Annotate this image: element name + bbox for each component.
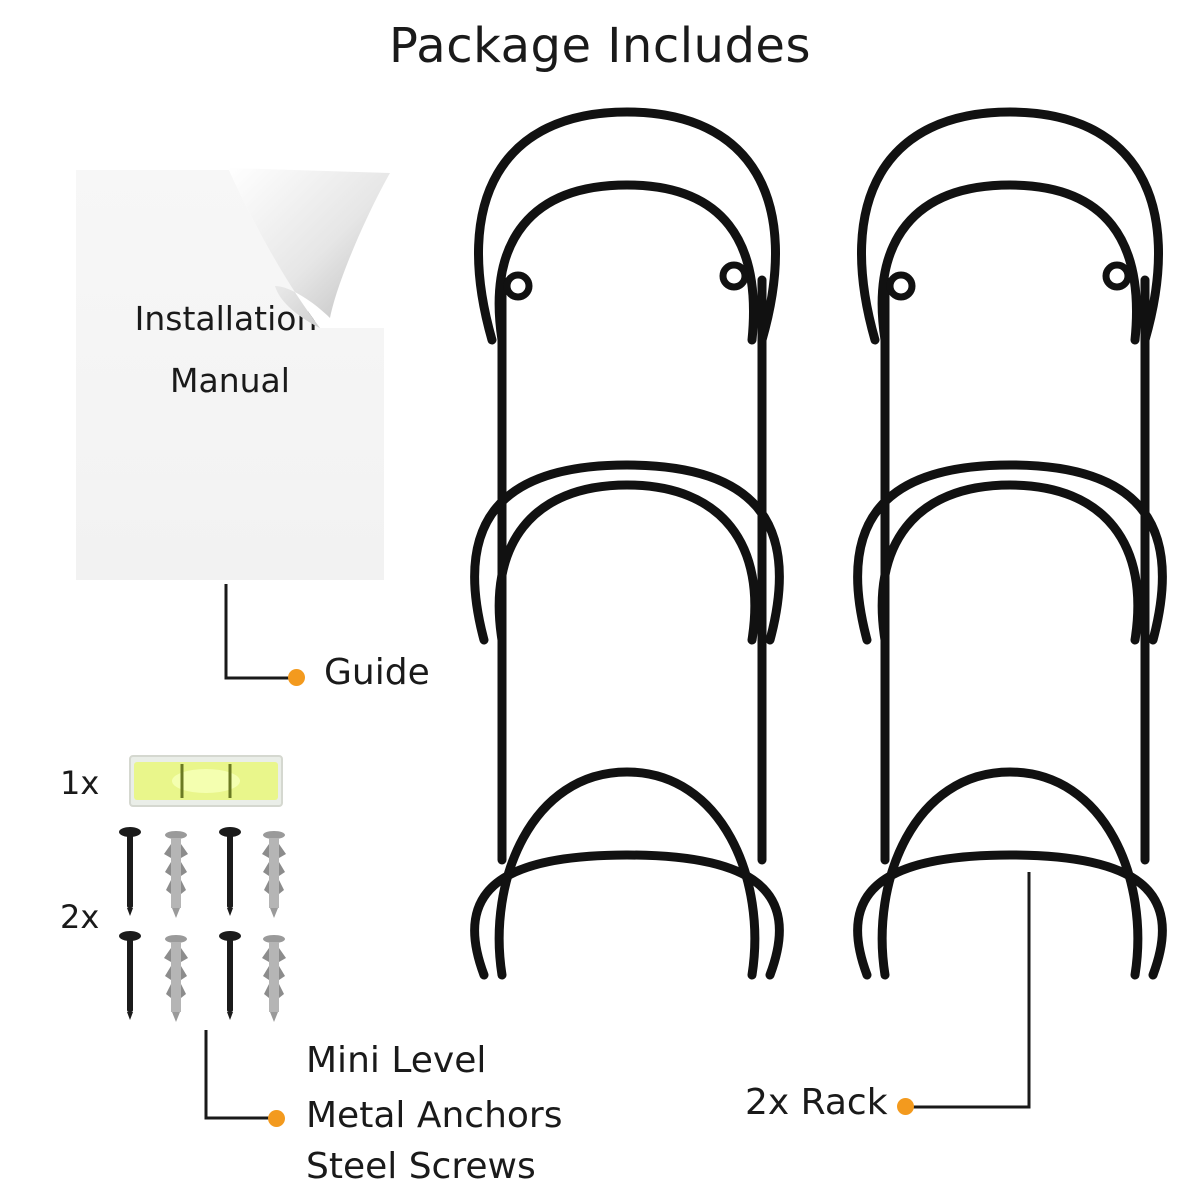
- page-title: Package Includes: [389, 18, 811, 74]
- hardware-leader-line: [204, 1030, 272, 1120]
- hardware-item-screws: Steel Screws: [306, 1146, 536, 1187]
- page-curl-icon: [228, 168, 390, 328]
- guide-label: Guide: [324, 652, 430, 693]
- guide-bullet: [288, 669, 305, 686]
- guide-leader-line: [224, 584, 292, 680]
- rack-bullet: [897, 1098, 914, 1115]
- wall-rack-icon: [858, 112, 1163, 975]
- hardware-bullet: [268, 1110, 285, 1127]
- manual-title-line2: Manual: [170, 361, 290, 400]
- rack-label: 2x Rack: [745, 1082, 888, 1123]
- manual-title: Installation Manual: [76, 288, 376, 412]
- hardware-item-level: Mini Level: [306, 1040, 487, 1081]
- wall-rack-icon: [475, 112, 780, 975]
- hardware-item-anchors: Metal Anchors: [306, 1095, 563, 1136]
- fastener-quantity: 2x: [60, 898, 100, 936]
- mini-level-icon: [129, 755, 283, 807]
- level-quantity: 1x: [60, 764, 100, 802]
- rack-leader-line: [910, 872, 1031, 1109]
- manual-title-line1: Installation: [134, 299, 318, 338]
